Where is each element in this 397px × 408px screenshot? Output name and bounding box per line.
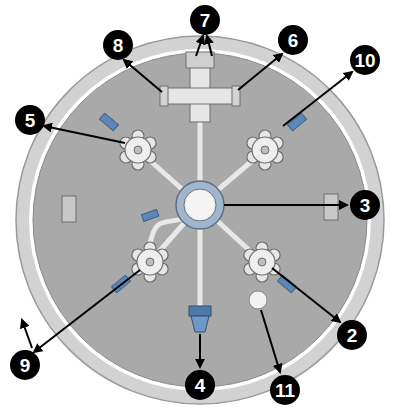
tube-connectors (100, 113, 307, 293)
callout-number: 5 (15, 105, 45, 135)
callout-number: 11 (270, 375, 300, 405)
callout-number: 6 (278, 25, 308, 55)
valve (120, 130, 156, 170)
callout-number: 10 (350, 45, 380, 75)
lid-plate (33, 53, 367, 387)
callout-number: 3 (350, 190, 380, 220)
callout-number: 7 (190, 5, 220, 35)
valve (132, 242, 168, 282)
port (249, 291, 267, 309)
clamp (62, 196, 76, 222)
callout-number: 8 (103, 30, 133, 60)
callout-number: 9 (10, 350, 40, 380)
outer-ring (16, 36, 384, 404)
valve (247, 130, 283, 170)
callout-number: 4 (185, 370, 215, 400)
valve (244, 242, 280, 282)
central-port (176, 181, 224, 229)
callout-number: 2 (337, 320, 367, 350)
ring-gap (29, 49, 371, 391)
bottom-fitting (189, 306, 211, 332)
cross-fitting (160, 52, 240, 122)
leader-arrows (22, 36, 352, 372)
clamp (324, 194, 338, 220)
